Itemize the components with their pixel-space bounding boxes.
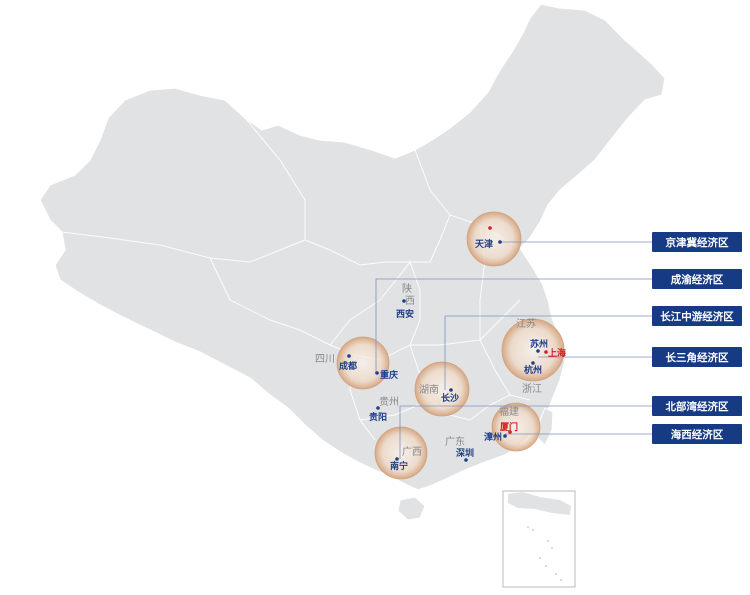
- city-dot-xiamen: [508, 430, 512, 434]
- city-label-guiyang: 贵阳: [369, 411, 387, 423]
- city-label-chengdu: 成都: [339, 360, 357, 372]
- zone-badge-label: 京津冀经济区: [666, 236, 729, 249]
- region-label-guangxi: 广西: [402, 446, 422, 458]
- region-label-fujian: 福建: [499, 405, 519, 418]
- city-label-chongqing: 重庆: [380, 369, 398, 381]
- city-dot-changsha: [449, 388, 453, 392]
- zone-badge-changjiang-middle[interactable]: 长江中游经济区: [652, 306, 742, 326]
- zone-badge-label: 北部湾经济区: [666, 400, 729, 413]
- zone-badge-haixi[interactable]: 海西经济区: [652, 424, 742, 444]
- zone-circle-beibuwan: [374, 426, 428, 480]
- city-label-suzhou: 苏州: [530, 338, 548, 350]
- zone-badge-label: 长江中游经济区: [660, 310, 734, 323]
- city-dot-suzhou: [536, 349, 540, 353]
- city-label-shenzhen: 深圳: [456, 447, 474, 459]
- city-dot-chongqing: [375, 371, 379, 375]
- region-label-shaanxi-1: 陕: [402, 282, 412, 295]
- zone-circle-changsanjiao: [501, 318, 565, 382]
- city-dot-zhangzhou: [503, 434, 507, 438]
- taiwan-shape: [537, 407, 554, 446]
- city-dot-chengdu: [347, 354, 351, 358]
- city-dot-beijing: [488, 226, 492, 230]
- region-label-shaanxi-2: 西: [405, 296, 415, 307]
- zone-badge-label: 海西经济区: [671, 428, 724, 441]
- city-label-xiamen: 厦门: [500, 421, 518, 433]
- city-dot-shenzhen: [464, 458, 468, 462]
- zone-badge-jingjinji[interactable]: 京津冀经济区: [652, 232, 742, 252]
- region-label-hunan: 湖南: [419, 383, 439, 396]
- city-label-shanghai: 上海: [548, 347, 566, 359]
- zone-badge-label: 长三角经济区: [666, 351, 729, 364]
- city-label-zhangzhou: 漳州: [484, 431, 502, 443]
- city-dot-hangzhou: [531, 361, 535, 365]
- zone-badge-changsanjiao[interactable]: 长三角经济区: [652, 347, 742, 367]
- zone-badges: 京津冀经济区 成渝经济区 长江中游经济区 长三角经济区 北部湾经济区 海西经济区: [652, 232, 742, 444]
- region-label-zhejiang: 浙江: [522, 383, 542, 395]
- city-dot-tianjin: [498, 240, 502, 244]
- region-label-sichuan: 四川: [315, 354, 335, 365]
- city-label-xian: 西安: [396, 308, 414, 320]
- leader-lines: [375, 241, 652, 459]
- city-dot-xian: [402, 299, 406, 303]
- region-label-guangdong: 广东: [445, 435, 465, 448]
- region-labels: 陕 西 四川 湖南 贵州 广西 广东 福建 江苏 浙江: [315, 282, 542, 458]
- mainland-shape: [39, 3, 666, 491]
- city-label-changsha: 长沙: [441, 392, 459, 404]
- zone-badge-chengyu[interactable]: 成渝经济区: [652, 269, 742, 289]
- city-dot-nanning: [395, 457, 399, 461]
- region-label-jiangsu: 江苏: [516, 317, 536, 330]
- city-dots: [347, 226, 548, 462]
- city-label-hangzhou: 杭州: [524, 364, 542, 376]
- region-label-guizhou: 贵州: [379, 395, 399, 408]
- zone-circle-haixi: [491, 402, 541, 452]
- zone-circles: [336, 211, 565, 480]
- zone-circle-changjiang-middle: [414, 361, 470, 417]
- city-dot-guiyang: [376, 406, 380, 410]
- city-labels: 天津 西安 成都 重庆 长沙 贵阳 南宁 深圳 苏州 上海 杭州 厦门 漳州: [339, 238, 566, 472]
- zone-badge-label: 成渝经济区: [671, 273, 724, 286]
- hainan-shape: [397, 496, 426, 521]
- city-label-tianjin: 天津: [475, 238, 493, 250]
- city-dot-shanghai: [544, 350, 548, 354]
- south-sea-inset: [502, 490, 576, 588]
- city-label-nanning: 南宁: [390, 460, 408, 472]
- zone-circle-jingjinji: [466, 211, 522, 267]
- zone-badge-beibuwan[interactable]: 北部湾经济区: [652, 396, 742, 416]
